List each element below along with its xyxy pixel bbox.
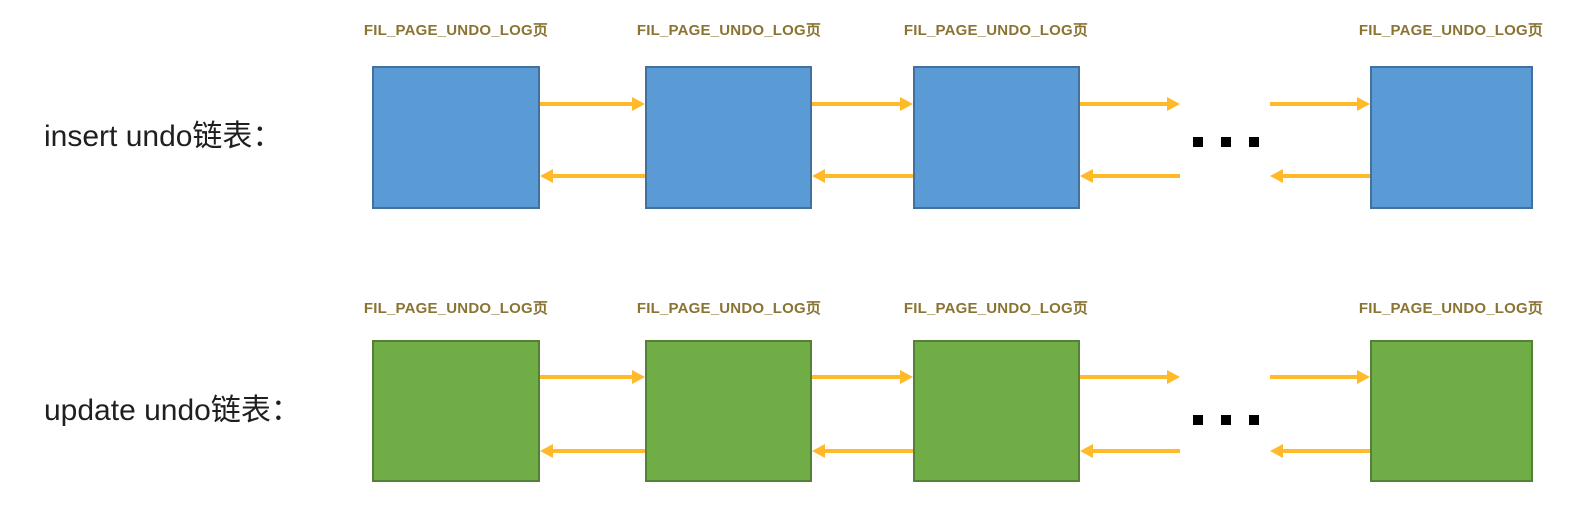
ellipsis-icon: [1193, 415, 1259, 425]
ellipsis-dot: [1249, 415, 1259, 425]
box-caption: FIL_PAGE_UNDO_LOG页: [363, 300, 549, 317]
undo-log-page-box: [913, 340, 1080, 482]
next-page-arrow: [540, 370, 645, 384]
prev-page-arrow: [1080, 169, 1180, 183]
undo-log-page-box: [1370, 66, 1533, 209]
prev-page-arrow: [1270, 169, 1370, 183]
undo-log-page-box: [645, 340, 812, 482]
undo-log-page-box: [1370, 340, 1533, 482]
box-caption: FIL_PAGE_UNDO_LOG页: [363, 22, 549, 39]
ellipsis-dot: [1221, 137, 1231, 147]
ellipsis-dot: [1249, 137, 1259, 147]
undo-log-page-box: [913, 66, 1080, 209]
box-caption: FIL_PAGE_UNDO_LOG页: [1358, 22, 1544, 39]
prev-page-arrow: [1080, 444, 1180, 458]
next-page-arrow: [540, 97, 645, 111]
box-caption: FIL_PAGE_UNDO_LOG页: [636, 22, 822, 39]
box-caption: FIL_PAGE_UNDO_LOG页: [1358, 300, 1544, 317]
next-page-arrow: [1080, 370, 1180, 384]
prev-page-arrow: [1270, 444, 1370, 458]
prev-page-arrow: [540, 444, 645, 458]
row-label-update: update undo链表：: [44, 394, 301, 427]
next-page-arrow: [812, 97, 913, 111]
undo-log-page-box: [645, 66, 812, 209]
ellipsis-icon: [1193, 137, 1259, 147]
row-label-insert: insert undo链表：: [44, 120, 283, 153]
box-caption: FIL_PAGE_UNDO_LOG页: [903, 300, 1089, 317]
next-page-arrow: [812, 370, 913, 384]
next-page-arrow: [1080, 97, 1180, 111]
box-caption: FIL_PAGE_UNDO_LOG页: [903, 22, 1089, 39]
prev-page-arrow: [812, 169, 913, 183]
next-page-arrow: [1270, 97, 1370, 111]
next-page-arrow: [1270, 370, 1370, 384]
ellipsis-dot: [1221, 415, 1231, 425]
ellipsis-dot: [1193, 137, 1203, 147]
undo-log-page-box: [372, 66, 540, 209]
box-caption: FIL_PAGE_UNDO_LOG页: [636, 300, 822, 317]
undo-log-page-box: [372, 340, 540, 482]
ellipsis-dot: [1193, 415, 1203, 425]
prev-page-arrow: [540, 169, 645, 183]
prev-page-arrow: [812, 444, 913, 458]
